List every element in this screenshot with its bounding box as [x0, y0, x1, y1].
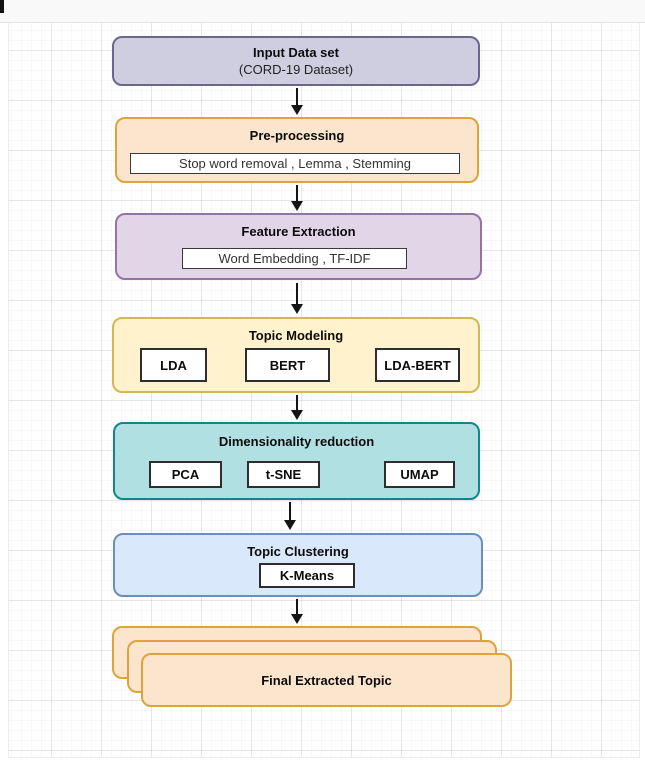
stack-layer-front[interactable]: Final Extracted Topic [141, 653, 512, 707]
arrow-stem [296, 88, 298, 108]
arrow-head-icon [291, 410, 303, 420]
flow-arrow[interactable] [290, 283, 304, 314]
node-title: Topic Clustering [247, 544, 349, 559]
chip-pca[interactable]: PCA [149, 461, 222, 488]
flow-arrow[interactable] [290, 395, 304, 420]
node-title: Topic Modeling [248, 328, 344, 343]
node-title: Input Data set [253, 45, 339, 60]
flow-arrow[interactable] [290, 599, 304, 624]
arrow-head-icon [291, 201, 303, 211]
flow-arrow[interactable] [290, 88, 304, 115]
arrow-stem [296, 283, 298, 307]
node-feature-extraction[interactable]: Feature Extraction Word Embedding , TF-I… [115, 213, 482, 280]
chip-tsne[interactable]: t-SNE [247, 461, 320, 488]
top-band [0, 0, 645, 23]
chip-kmeans[interactable]: K-Means [259, 563, 355, 588]
flow-arrow[interactable] [283, 502, 297, 530]
corner-notch [0, 0, 4, 13]
chip-lda[interactable]: LDA [140, 348, 207, 382]
node-pre-processing[interactable]: Pre-processing Stop word removal , Lemma… [115, 117, 479, 183]
node-title: Pre-processing [249, 128, 345, 143]
chip-umap[interactable]: UMAP [384, 461, 455, 488]
node-title: Feature Extraction [241, 224, 356, 239]
flow-arrow[interactable] [290, 185, 304, 211]
node-title: Dimensionality reduction [218, 434, 375, 449]
arrow-head-icon [284, 520, 296, 530]
arrow-head-icon [291, 304, 303, 314]
node-subtitle: (CORD-19 Dataset) [238, 62, 354, 77]
node-title: Final Extracted Topic [261, 672, 392, 688]
arrow-stem [296, 185, 298, 204]
arrow-head-icon [291, 105, 303, 115]
node-final-extracted-topic[interactable]: Final Extracted Topic [112, 626, 512, 708]
arrow-stem [289, 502, 291, 523]
node-item[interactable]: Word Embedding , TF-IDF [182, 248, 407, 269]
chip-bert[interactable]: BERT [245, 348, 330, 382]
node-item[interactable]: Stop word removal , Lemma , Stemming [130, 153, 460, 174]
arrow-stem [296, 599, 298, 617]
arrow-head-icon [291, 614, 303, 624]
chip-lda-bert[interactable]: LDA-BERT [375, 348, 460, 382]
node-dimensionality-reduction[interactable]: Dimensionality reduction PCA t-SNE UMAP [113, 422, 480, 500]
arrow-stem [296, 395, 298, 413]
node-topic-clustering[interactable]: Topic Clustering K-Means [113, 533, 483, 597]
node-topic-modeling[interactable]: Topic Modeling LDA BERT LDA-BERT [112, 317, 480, 393]
node-input-dataset[interactable]: Input Data set (CORD-19 Dataset) [112, 36, 480, 86]
